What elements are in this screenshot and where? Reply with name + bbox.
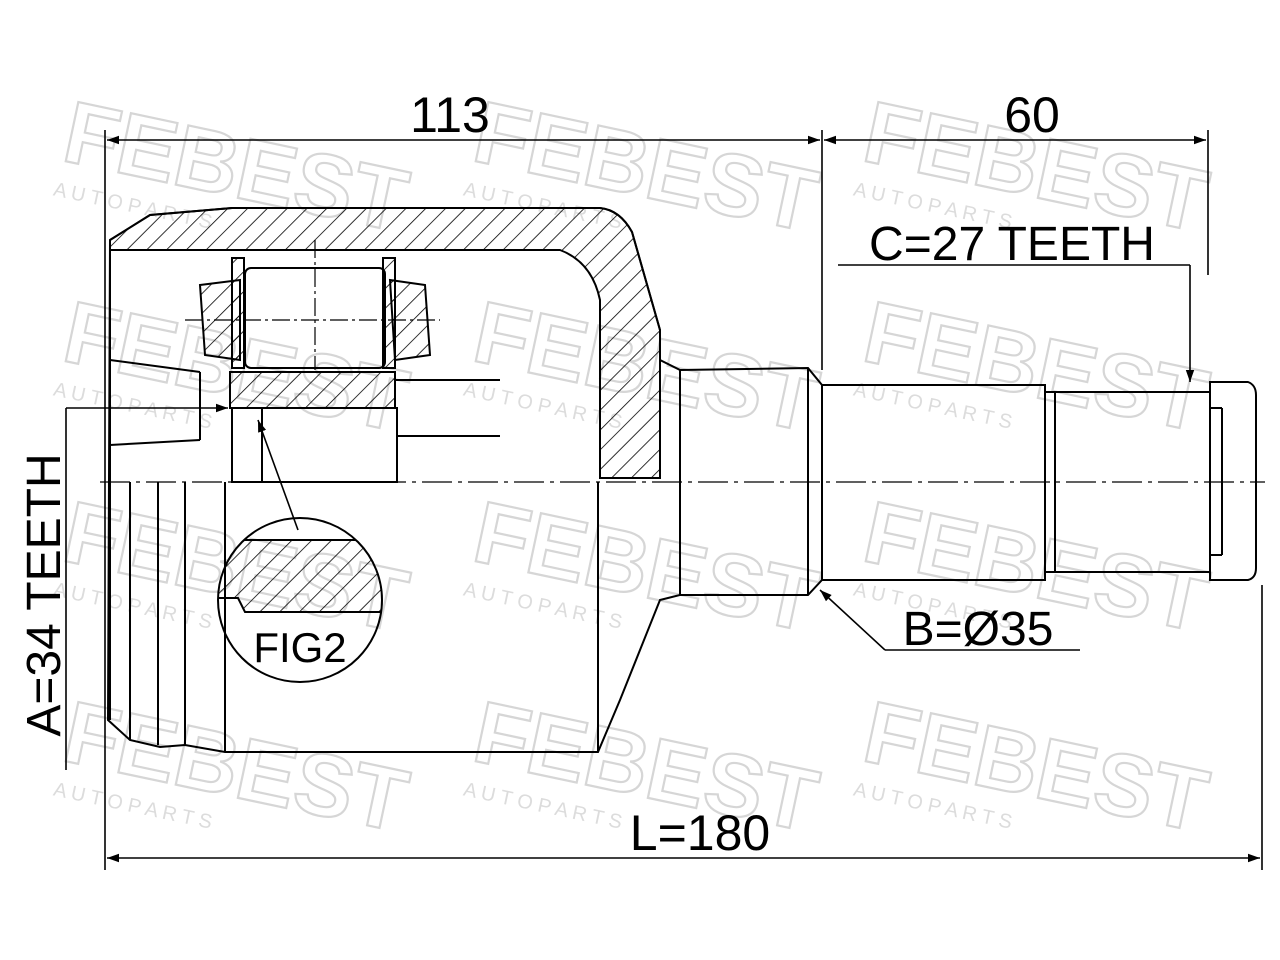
dim-60-label: 60 — [1004, 87, 1060, 143]
trunnion-hatch — [229, 371, 396, 409]
c-teeth-label: C=27 TEETH — [869, 218, 1155, 271]
housing-outline — [106, 207, 681, 753]
boot-line-b — [109, 439, 201, 446]
b-leader-diag — [819, 589, 886, 651]
dim-180-label: L=180 — [630, 805, 770, 861]
dim-113-label: 113 — [410, 87, 490, 143]
watermark-brand: FEBEST — [856, 282, 1216, 451]
figure-label: FIG2 — [253, 624, 346, 671]
dimension-lines — [65, 130, 1263, 870]
fig2-detail: FIG2 — [217, 419, 383, 683]
fig2-hatch — [218, 539, 382, 613]
watermark-brand: FEBEST — [466, 482, 826, 651]
spider-hub — [231, 407, 398, 483]
tripod-roller — [109, 240, 500, 483]
fig2-circle — [217, 517, 383, 683]
b-diameter-label: B=Ø35 — [903, 603, 1054, 656]
watermark-brand: FEBEST — [856, 682, 1216, 851]
boot-line-a — [109, 359, 201, 373]
a-teeth-label: A=34 TEETH — [18, 453, 71, 736]
needle-bearing-right — [382, 257, 396, 369]
needle-bearing-left — [231, 257, 245, 369]
fig2-leader — [257, 419, 299, 531]
housing-section — [106, 207, 681, 753]
dimension-labels: 113 60 C=27 TEETH B=Ø35 L=180 A=34 TEETH — [18, 87, 1155, 861]
